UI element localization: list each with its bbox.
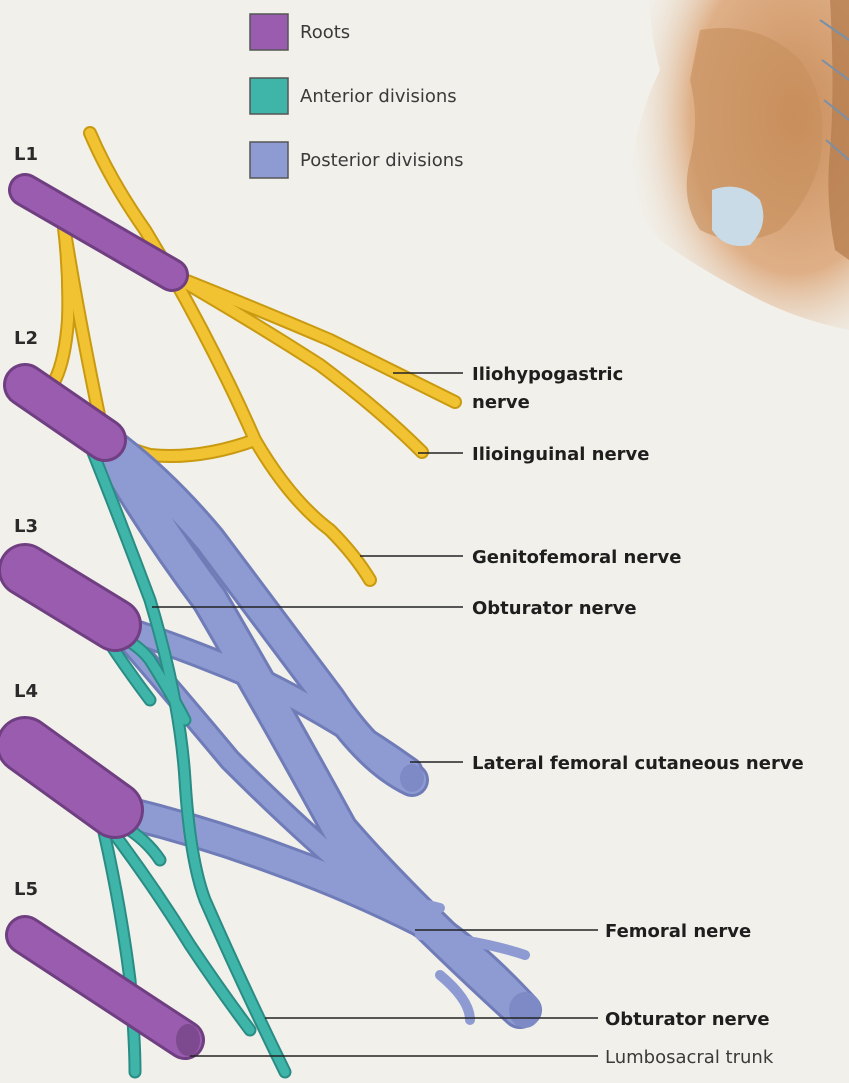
label-iliohypogastric-line2: nerve	[472, 392, 530, 413]
level-l4: L4	[14, 681, 38, 702]
label-iliohypogastric-line1: Iliohypogastric	[472, 364, 623, 385]
level-l5: L5	[14, 879, 38, 900]
legend-anterior-label: Anterior divisions	[300, 86, 457, 107]
label-lumbosacral-trunk: Lumbosacral trunk	[605, 1047, 774, 1068]
label-genitofemoral: Genitofemoral nerve	[472, 547, 681, 568]
level-l2: L2	[14, 328, 38, 349]
label-obturator-upper: Obturator nerve	[472, 598, 637, 619]
leader-lines	[152, 373, 598, 1056]
legend: Roots Anterior divisions Posterior divis…	[250, 14, 464, 178]
legend-roots-swatch	[250, 14, 288, 50]
level-l1: L1	[14, 144, 38, 165]
legend-anterior-swatch	[250, 78, 288, 114]
label-femoral: Femoral nerve	[605, 921, 751, 942]
label-lateral-femoral-cutaneous: Lateral femoral cutaneous nerve	[472, 753, 804, 774]
nerve-labels: Iliohypogastric nerve Ilioinguinal nerve…	[472, 364, 804, 1068]
level-l3: L3	[14, 516, 38, 537]
label-ilioinguinal: Ilioinguinal nerve	[472, 444, 650, 465]
legend-posterior-label: Posterior divisions	[300, 150, 464, 171]
pelvis-inset-image	[632, 0, 849, 330]
legend-posterior-swatch	[250, 142, 288, 178]
legend-roots-label: Roots	[300, 22, 350, 43]
label-obturator-lower: Obturator nerve	[605, 1009, 770, 1030]
